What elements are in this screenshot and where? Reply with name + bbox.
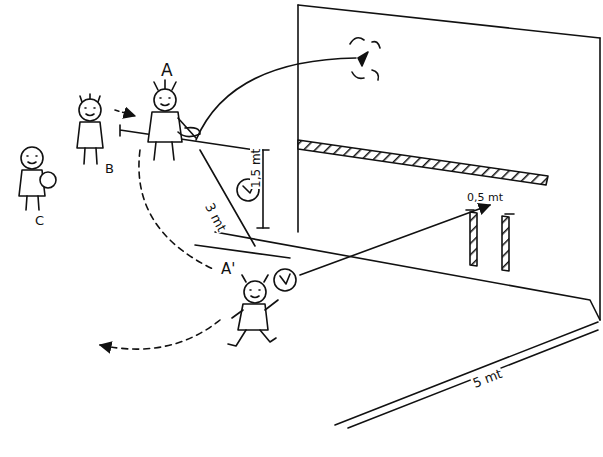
child-figure xyxy=(148,80,200,160)
goal-post xyxy=(470,212,477,266)
goal-post xyxy=(502,216,509,271)
dimension-label: A' xyxy=(220,262,236,277)
dimension-line xyxy=(195,245,290,258)
wall-edge xyxy=(599,38,601,320)
dimension-label: B xyxy=(104,162,115,175)
dimension-line xyxy=(200,150,255,246)
dimension-label: 1,5 mt xyxy=(250,148,262,189)
wall-edge xyxy=(297,5,299,232)
target-bar xyxy=(298,140,548,185)
ball-path xyxy=(196,58,356,140)
dimension-line xyxy=(348,330,598,428)
floor-line xyxy=(215,232,600,320)
child-figure xyxy=(19,147,56,210)
dimension-label: 0,5 mt xyxy=(466,192,504,203)
rotation-path xyxy=(115,110,135,116)
kick-arrow xyxy=(300,205,490,275)
ball xyxy=(274,269,296,291)
dimension-label: C xyxy=(34,214,45,227)
wall-top xyxy=(298,5,600,38)
dimension-label: A xyxy=(160,62,174,79)
child-figure xyxy=(77,94,103,164)
ball xyxy=(280,274,290,284)
dimension-label: 3 mt xyxy=(203,200,230,235)
dimension-line xyxy=(262,150,264,228)
floor-edge xyxy=(335,322,598,425)
ball-impact xyxy=(350,38,380,80)
child-figure xyxy=(228,275,278,346)
rotation-path xyxy=(139,150,215,270)
rotation-path xyxy=(100,320,220,349)
